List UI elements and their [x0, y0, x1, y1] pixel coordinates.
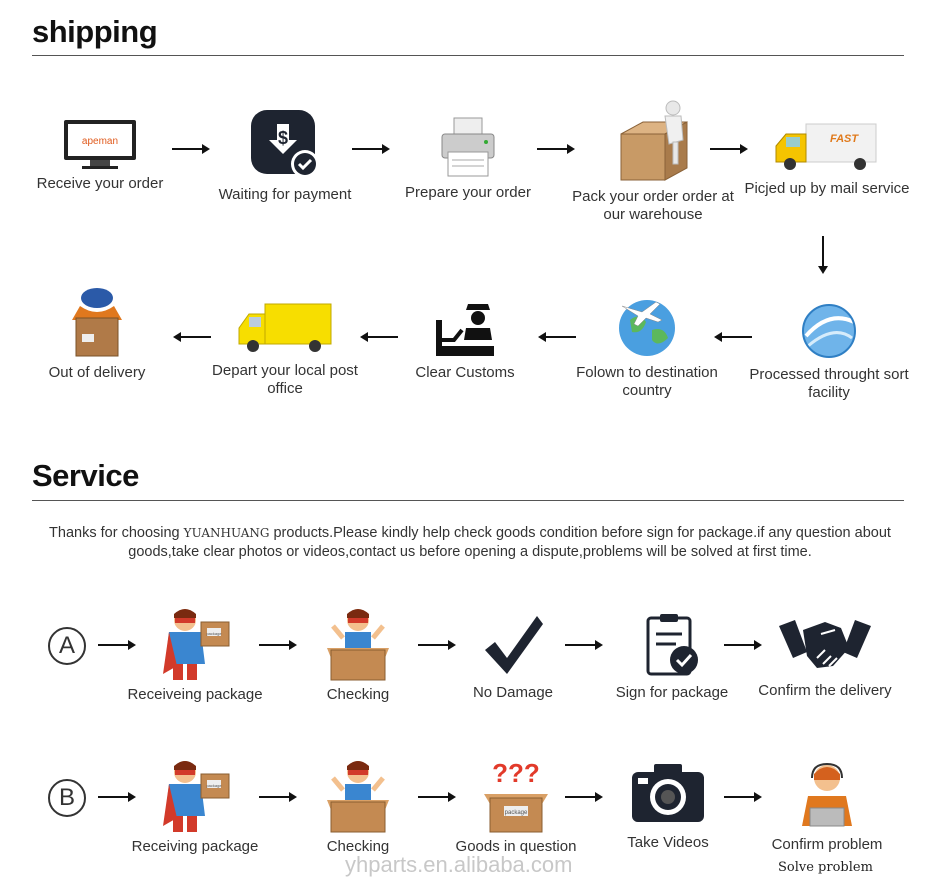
support-agent-icon: [792, 760, 862, 832]
question-box-icon: ??? package: [476, 756, 556, 834]
flow-b-confirm-problem: Confirm problem: [742, 760, 912, 854]
courier-icon: [62, 284, 132, 360]
box-text: package: [505, 810, 528, 816]
flow-b-receiving: package Receiving package: [110, 756, 280, 856]
checking-box-icon: [323, 756, 393, 834]
shipping-divider: [32, 55, 904, 56]
monitor-icon: apeman: [60, 116, 140, 171]
step-label: Waiting for payment: [200, 186, 370, 204]
printer-icon: [438, 116, 498, 180]
question-marks: ???: [492, 758, 540, 788]
shipping-heading: shipping: [32, 14, 157, 50]
service-heading: Service: [32, 458, 139, 494]
step-label: Pack your order order at our warehouse: [568, 188, 738, 224]
step-receive-order: apeman Receive your order: [15, 116, 185, 193]
step-label: Receiveing package: [110, 686, 280, 704]
step-label: Out of delivery: [12, 364, 182, 382]
flow-b-take-videos: Take Videos: [583, 760, 753, 852]
service-divider: [32, 500, 904, 501]
step-label: Folown to destination country: [562, 364, 732, 400]
flow-b-goods-question: ??? package Goods in question: [431, 756, 601, 856]
step-label: Confirm the delivery: [740, 682, 910, 700]
step-prepare-order: Prepare your order: [383, 116, 553, 202]
flow-b-checking: Checking: [273, 756, 443, 856]
step-label: Checking: [273, 686, 443, 704]
flow-a-no-damage: No Damage: [428, 612, 598, 702]
step-sort-facility: Processed throught sort facility: [744, 300, 914, 402]
flow-a-receiving: package Receiveing package: [110, 604, 280, 704]
checkmark-icon: [481, 612, 545, 680]
flow-a-checking: Checking: [273, 604, 443, 704]
step-label: Prepare your order: [383, 184, 553, 202]
payment-icon: $: [245, 108, 325, 182]
flow-arrow: [710, 148, 746, 150]
step-label: Processed throught sort facility: [744, 366, 914, 402]
handshake-icon: [777, 612, 873, 678]
camera-icon: [628, 760, 708, 830]
step-label: Sign for package: [587, 684, 757, 702]
step-label: Take Videos: [583, 834, 753, 852]
step-waiting-payment: $ Waiting for payment: [200, 108, 370, 204]
globe-swirl-icon: [798, 300, 860, 362]
flow-a-confirm: Confirm the delivery: [740, 612, 910, 700]
earth-plane-icon: [612, 290, 682, 360]
brand-name: YUANHUANG: [184, 526, 270, 540]
truck-text: FAST: [830, 133, 859, 145]
step-label: Depart your local post office: [200, 362, 370, 398]
step-label: No Damage: [428, 684, 598, 702]
flow-a-marker: A: [48, 627, 86, 665]
box-text: package: [206, 783, 222, 788]
step-pack-order: Pack your order order at our warehouse: [568, 100, 738, 224]
fast-truck-icon: FAST: [772, 120, 882, 176]
delivery-van-icon: [235, 298, 335, 358]
box-text: package: [206, 631, 222, 636]
step-picked-up: FAST Picjed up by mail service: [742, 120, 912, 198]
solve-problem-footnote: Solve problem: [778, 860, 873, 875]
step-label: Picjed up by mail service: [742, 180, 912, 198]
service-notice: Thanks for choosing YUANHUANG products.P…: [40, 524, 900, 562]
watermark: yhparts.en.alibaba.com: [345, 852, 572, 878]
monitor-screen-text: apeman: [82, 136, 118, 147]
flow-a-sign: Sign for package: [587, 612, 757, 702]
checking-box-icon: [323, 604, 393, 682]
flow-b-marker: B: [48, 779, 86, 817]
step-label: Receiving package: [110, 838, 280, 856]
flow-arrow-down: [822, 236, 824, 272]
step-destination-country: Folown to destination country: [562, 290, 732, 400]
clipboard-check-icon: [642, 612, 702, 680]
step-label: Clear Customs: [380, 364, 550, 382]
step-label: Confirm problem: [742, 836, 912, 854]
packer-icon: [613, 100, 693, 184]
step-local-post: Depart your local post office: [200, 298, 370, 398]
hero-box-icon: package: [155, 604, 235, 682]
step-out-delivery: Out of delivery: [12, 284, 182, 382]
svg-text:$: $: [278, 128, 288, 148]
step-label: Receive your order: [15, 175, 185, 193]
step-clear-customs: Clear Customs: [380, 300, 550, 382]
customs-icon: [432, 300, 498, 360]
hero-box-icon: package: [155, 756, 235, 834]
